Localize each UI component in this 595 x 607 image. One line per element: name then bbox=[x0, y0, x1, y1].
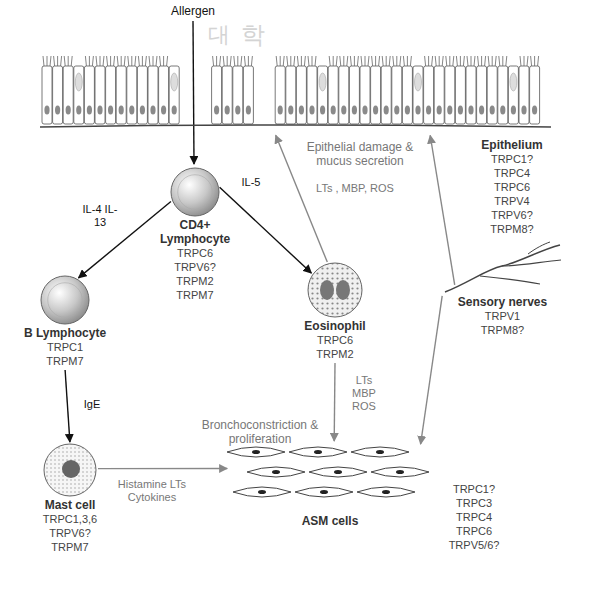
channel-name: TRPC1 bbox=[15, 340, 115, 354]
channel-name: TRPM2 bbox=[290, 347, 380, 361]
channel-name: TRPV6? bbox=[470, 208, 554, 222]
cell-name: B Lymphocyte bbox=[15, 326, 115, 340]
arrow-label: IL-5 bbox=[236, 176, 266, 189]
cell-name: Sensory nerves bbox=[440, 295, 565, 309]
signal-arrow bbox=[65, 370, 70, 442]
watermark-text: 대 bbox=[206, 22, 232, 48]
channel-name: TRPC6 bbox=[470, 180, 554, 194]
arrow-label: IgE bbox=[77, 398, 107, 411]
cell-node: ASM cellsTRPC1?TRPC3TRPC4TRPC6TRPV5/6? bbox=[225, 440, 435, 515]
epithelium-band bbox=[38, 52, 553, 136]
channel-name: TRPC4 bbox=[443, 510, 505, 524]
arrow-label: IL-4 IL-13 bbox=[80, 203, 120, 229]
smooth-muscle-cells bbox=[225, 440, 435, 515]
arrow-label: LTs , MBP, ROS bbox=[307, 182, 403, 195]
annotation-text: Allergen bbox=[163, 4, 223, 18]
text-group: EpitheliumTRPC1?TRPC4TRPC6TRPV4TRPV6?TRP… bbox=[470, 138, 554, 236]
cell-node: B LymphocyteTRPC1TRPM7 bbox=[15, 274, 115, 368]
channel-name: TRPM7 bbox=[25, 540, 115, 554]
lymphocyte-cell bbox=[147, 166, 243, 218]
channel-name: TRPC6 bbox=[443, 524, 505, 538]
cell-node: Sensory nervesTRPV1TRPM8? bbox=[440, 240, 565, 337]
channel-name: TRPC3 bbox=[443, 496, 505, 510]
cell-node: CD4+ LymphocyteTRPC6TRPV6?TRPM2TRPM7 bbox=[147, 166, 243, 302]
channel-name: TRPV1 bbox=[440, 309, 565, 323]
channel-name: TRPC6 bbox=[290, 333, 380, 347]
channel-name: TRPC1? bbox=[470, 152, 554, 166]
channel-name: TRPV6? bbox=[147, 260, 243, 274]
signal-arrow bbox=[421, 296, 443, 444]
signal-arrow bbox=[220, 187, 312, 273]
text-group: TRPC1?TRPC3TRPC4TRPC6TRPV5/6? bbox=[443, 482, 505, 552]
channel-name: TRPV4 bbox=[470, 194, 554, 208]
eosinophil-cell bbox=[290, 261, 380, 319]
text-group: ASM cells bbox=[225, 514, 435, 528]
mast-cell bbox=[25, 442, 115, 498]
channel-name: TRPM2 bbox=[147, 274, 243, 288]
channel-name: TRPM7 bbox=[15, 354, 115, 368]
cell-name: Epithelium bbox=[470, 138, 554, 152]
annotation-text: Bronchoconstriction & proliferation bbox=[193, 418, 327, 446]
signal-arrow bbox=[334, 363, 336, 441]
channel-name: TRPM8? bbox=[470, 222, 554, 236]
channel-name: TRPC1? bbox=[443, 482, 505, 496]
cell-name: ASM cells bbox=[225, 514, 435, 528]
channel-name: TRPC6 bbox=[147, 246, 243, 260]
cell-node: EosinophilTRPC6TRPM2 bbox=[290, 261, 380, 361]
channel-name: TRPM7 bbox=[147, 288, 243, 302]
arrow-label: LTs MBP ROS bbox=[344, 374, 384, 413]
arrow-label: Histamine LTs Cytokines bbox=[116, 478, 188, 504]
channel-name: TRPM8? bbox=[440, 323, 565, 337]
cell-name: Mast cell bbox=[25, 498, 115, 512]
annotation-text: Epithelial damage & mucus secretion bbox=[298, 140, 422, 168]
channel-name: TRPV6? bbox=[25, 526, 115, 540]
channel-name: TRPC1,3,6 bbox=[25, 512, 115, 526]
cell-name: CD4+ Lymphocyte bbox=[147, 218, 243, 246]
signal-arrow bbox=[98, 468, 227, 470]
signal-arrow bbox=[430, 136, 455, 285]
channel-name: TRPV5/6? bbox=[443, 538, 505, 552]
cell-node: EpitheliumTRPC1?TRPC4TRPC6TRPV4TRPV6?TRP… bbox=[38, 52, 553, 136]
allergen-arrow bbox=[193, 21, 194, 164]
channel-name: TRPC4 bbox=[470, 166, 554, 180]
watermark-text: 학 bbox=[238, 20, 268, 49]
signal-arrow bbox=[79, 202, 171, 278]
sensory-nerve bbox=[440, 240, 565, 295]
lymphocyte-cell bbox=[15, 274, 115, 326]
cell-name: Eosinophil bbox=[290, 319, 380, 333]
cell-node: Mast cellTRPC1,3,6TRPV6?TRPM7 bbox=[25, 442, 115, 554]
